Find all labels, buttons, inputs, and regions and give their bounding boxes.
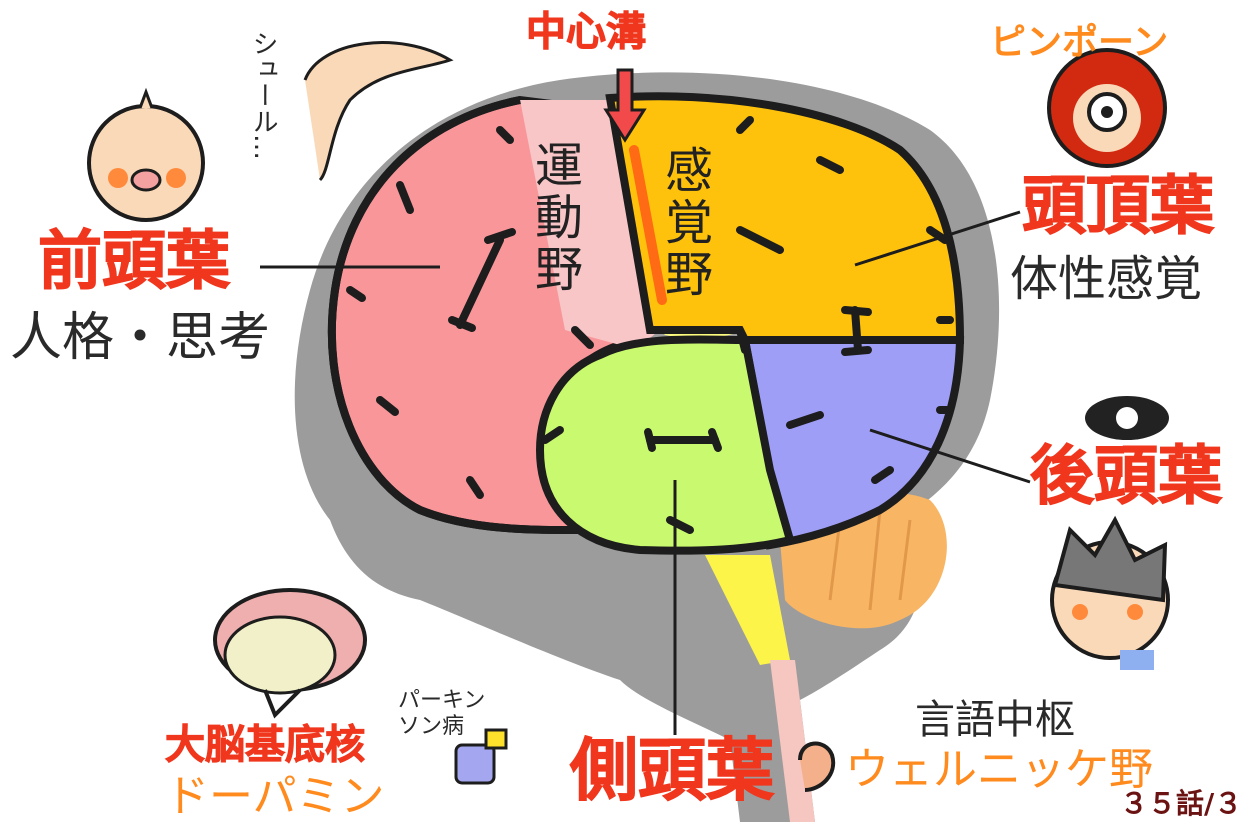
sensory-area-label: 感覚野 xyxy=(656,145,712,301)
dopamine-label: ドーパミン xyxy=(165,771,385,822)
basal-ganglia-label: 大脳基底核 xyxy=(165,722,366,768)
redhead-character-icon xyxy=(1047,48,1167,168)
sparkle-label: ピンポーン xyxy=(990,22,1169,63)
central-sulcus-line xyxy=(629,145,667,305)
parietal-lobe xyxy=(605,92,965,344)
parking-bus-icon xyxy=(454,728,508,785)
brain-stem xyxy=(705,555,790,665)
parietal-lobe-label: 頭頂葉 xyxy=(1022,170,1215,244)
temporal-lobe xyxy=(535,335,795,555)
occipital-lobe-label: 後頭葉 xyxy=(1030,440,1223,514)
skeleton-doodle-icon xyxy=(303,41,454,182)
frontal-function-label: 人格・思考 xyxy=(10,308,271,368)
whoosh-label: シュール… xyxy=(248,30,278,160)
ear-icon xyxy=(798,741,836,792)
pig-character-icon xyxy=(87,87,205,222)
page-number: ３５話/３ xyxy=(1120,787,1243,820)
wernicke-area-label: ウェルニッケ野 xyxy=(845,744,1153,795)
eye-icon xyxy=(1085,396,1169,440)
spiky-hair-character-icon xyxy=(1050,515,1170,670)
basal-ganglia-icon xyxy=(213,588,367,719)
frontal-lobe-label: 前頭葉 xyxy=(38,225,231,299)
temporal-lobe-label: 側頭葉 xyxy=(569,732,775,811)
language-center-label: 言語中枢 xyxy=(915,697,1075,743)
parkinson-label: パーキン ソン病 xyxy=(398,688,486,740)
central-sulcus-label: 中心溝 xyxy=(526,9,647,55)
central-sulcus-arrow xyxy=(603,68,647,143)
motor-area-label: 運動野 xyxy=(526,140,582,296)
parietal-function-label: 体性感覚 xyxy=(1010,251,1203,307)
